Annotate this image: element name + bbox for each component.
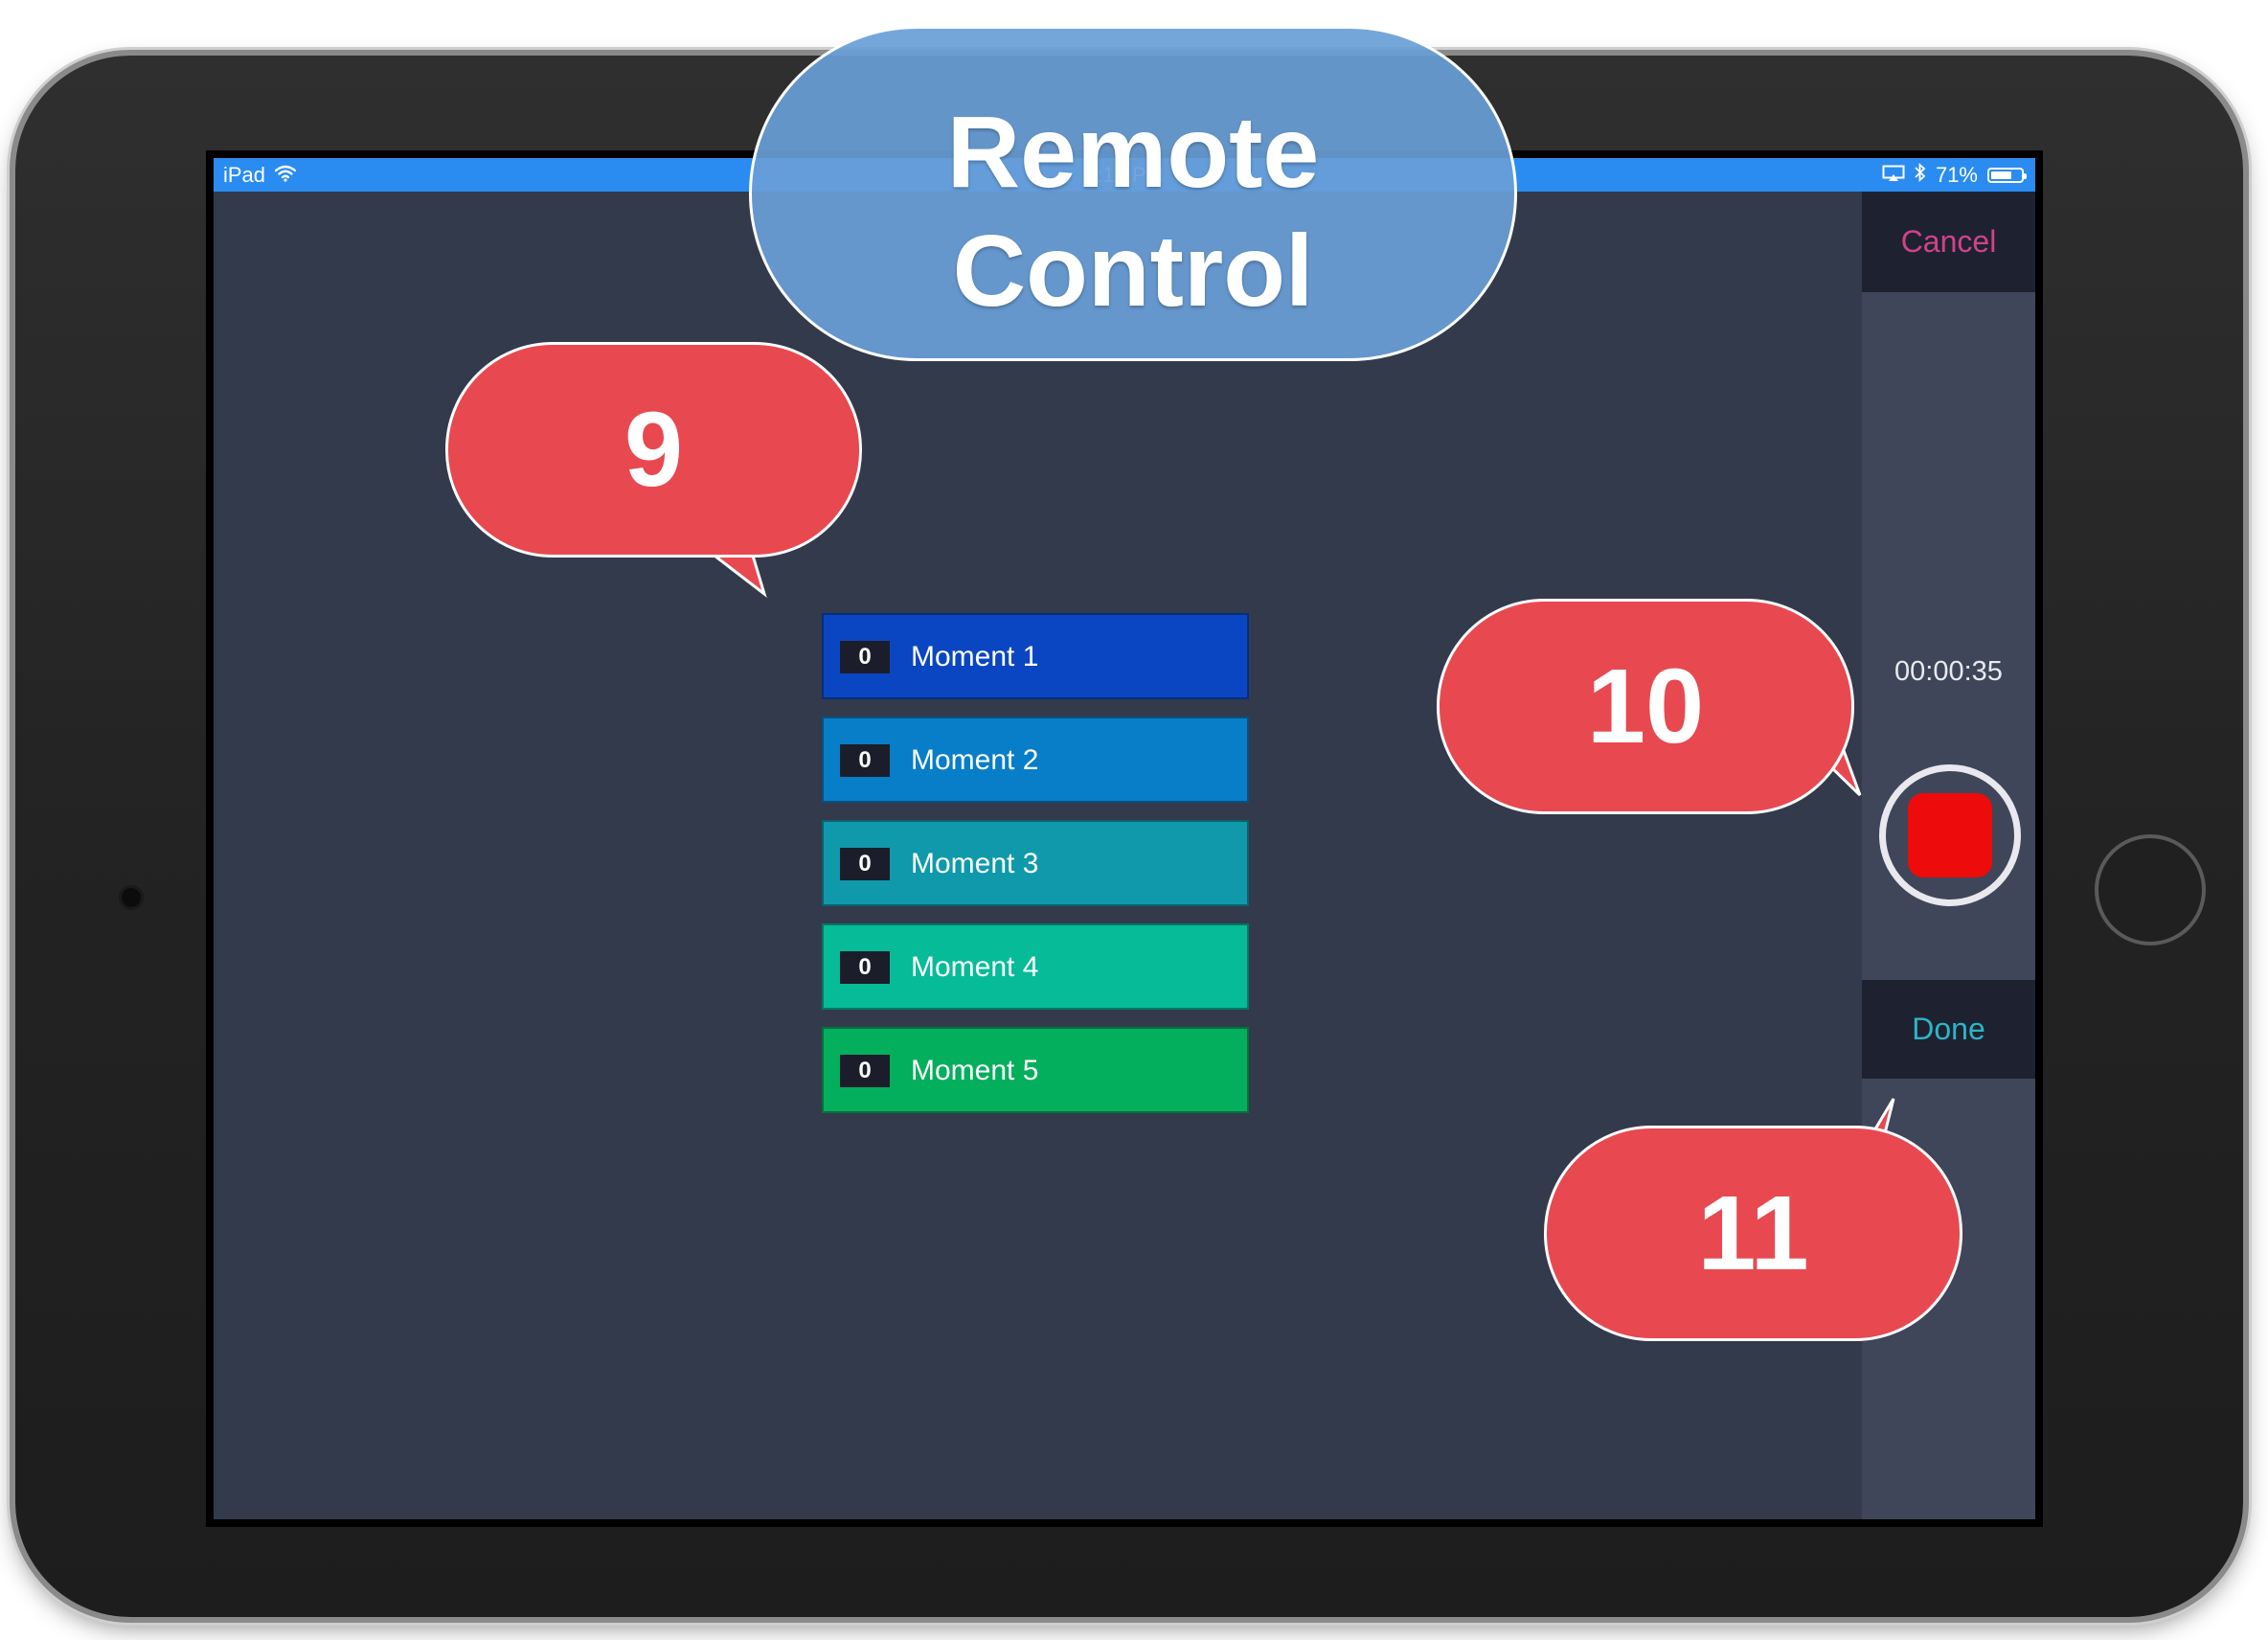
wifi-icon	[274, 163, 297, 188]
battery-level	[1991, 171, 2012, 179]
moment-button-1[interactable]: 0 Moment 1	[822, 613, 1249, 699]
moment-count: 0	[840, 1055, 890, 1087]
moment-label: Moment 3	[911, 848, 1039, 879]
callout-9-number: 9	[624, 391, 684, 509]
battery-icon	[1987, 168, 2027, 183]
moment-label: Moment 4	[911, 951, 1039, 983]
moment-count: 0	[840, 744, 890, 777]
moment-count: 0	[840, 641, 890, 673]
bluetooth-icon	[1915, 162, 1926, 188]
title-line-1: Remote	[946, 96, 1320, 209]
moments-list: 0 Moment 1 0 Moment 2 0 Moment 3 0 Momen…	[822, 613, 1249, 1130]
callout-11: 11	[1544, 1126, 1962, 1341]
moment-label: Moment 2	[911, 744, 1039, 776]
recording-timer: 00:00:35	[1894, 656, 2003, 687]
record-stop-button[interactable]	[1879, 764, 2021, 906]
stop-icon	[1908, 793, 1992, 877]
status-right: 71%	[1882, 162, 2027, 188]
moment-button-2[interactable]: 0 Moment 2	[822, 717, 1249, 803]
home-button[interactable]	[2095, 834, 2206, 945]
moment-button-5[interactable]: 0 Moment 5	[822, 1027, 1249, 1113]
title-line-2: Control	[952, 215, 1314, 328]
callout-10: 10	[1437, 599, 1854, 814]
moment-button-3[interactable]: 0 Moment 3	[822, 820, 1249, 906]
moment-count: 0	[840, 951, 890, 984]
battery-percent: 71%	[1935, 163, 1978, 187]
done-button[interactable]: Done	[1862, 980, 2035, 1079]
callout-9: 9	[445, 342, 862, 558]
airplay-icon	[1882, 163, 1905, 188]
moment-label: Moment 5	[911, 1055, 1039, 1086]
title-annotation-bubble: Remote Control	[749, 26, 1517, 361]
device-name: iPad	[223, 163, 266, 187]
moment-label: Moment 1	[911, 641, 1039, 672]
moment-button-4[interactable]: 0 Moment 4	[822, 923, 1249, 1010]
status-left: iPad	[223, 163, 297, 188]
moment-count: 0	[840, 848, 890, 880]
front-camera	[119, 885, 144, 910]
cancel-button[interactable]: Cancel	[1862, 192, 2035, 292]
callout-10-number: 10	[1586, 648, 1705, 765]
callout-11-number: 11	[1697, 1174, 1809, 1292]
